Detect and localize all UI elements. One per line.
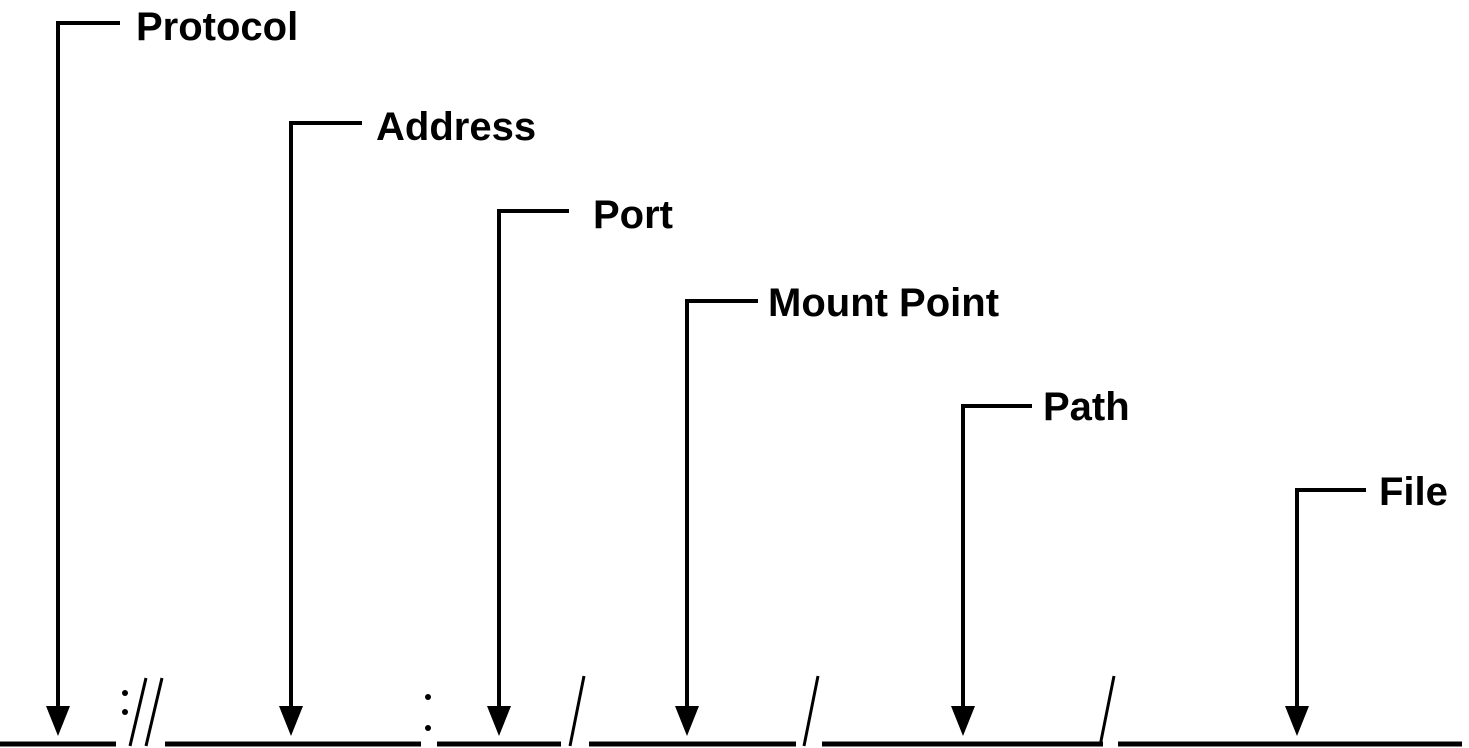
callout-address: Address	[279, 105, 536, 736]
callout-mount-point: Mount Point	[675, 281, 999, 736]
callout-file: File	[1285, 470, 1448, 736]
label-protocol: Protocol	[136, 5, 298, 49]
leader-line	[497, 209, 569, 712]
scheme-separator	[122, 677, 164, 747]
callout-port: Port	[487, 193, 673, 736]
leader-line	[961, 404, 1032, 712]
label-mount-point: Mount Point	[768, 281, 999, 325]
label-file: File	[1379, 470, 1448, 514]
slash-mark	[128, 677, 148, 747]
callout-path: Path	[951, 385, 1130, 736]
colon-dot-top	[425, 694, 431, 700]
slash-mark	[144, 677, 164, 747]
colon-dot-bottom	[122, 709, 128, 715]
callout-protocol: Protocol	[46, 5, 298, 736]
arrow-down-icon	[951, 706, 975, 736]
arrow-down-icon	[675, 706, 699, 736]
slash-separator-1	[568, 675, 586, 747]
slash-separator-3	[1098, 675, 1116, 747]
leader-line	[685, 299, 758, 712]
label-path: Path	[1043, 385, 1130, 429]
arrow-down-icon	[1285, 706, 1309, 736]
leader-line	[1295, 488, 1366, 712]
colon-dot-top	[122, 690, 128, 696]
slash-separator-2	[802, 675, 820, 747]
leader-line	[56, 21, 120, 712]
port-separator	[425, 694, 431, 731]
arrow-down-icon	[279, 706, 303, 736]
arrow-down-icon	[46, 706, 70, 736]
label-port: Port	[593, 193, 673, 237]
leader-line	[289, 121, 362, 712]
arrow-down-icon	[487, 706, 511, 736]
separators	[122, 675, 1116, 747]
colon-dot-bottom	[425, 725, 431, 731]
label-address: Address	[376, 105, 536, 149]
